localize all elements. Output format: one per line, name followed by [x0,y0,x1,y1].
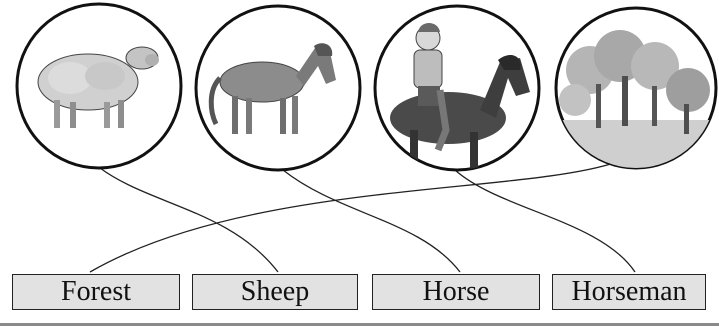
label-text-horseman: Horseman [571,276,687,307]
horse-picture [194,4,362,172]
sheep-picture [15,2,183,170]
bottom-divider [0,323,719,326]
label-text-sheep: Sheep [240,276,310,307]
line-horseman-to-horseman [454,169,636,273]
line-sheep-to-sheep [99,167,279,273]
label-box-sheep[interactable]: Sheep [192,274,358,310]
label-box-horseman[interactable]: Horseman [552,274,706,310]
line-forest-to-forest [89,161,618,273]
label-box-horse[interactable]: Horse [372,274,540,310]
line-horse-to-horse [282,169,461,273]
label-text-forest: Forest [61,276,131,307]
label-box-forest[interactable]: Forest [12,274,180,310]
label-text-horse: Horse [422,276,490,307]
forest-picture [554,6,718,170]
connector-lines [89,161,636,273]
horseman-picture [373,4,541,172]
